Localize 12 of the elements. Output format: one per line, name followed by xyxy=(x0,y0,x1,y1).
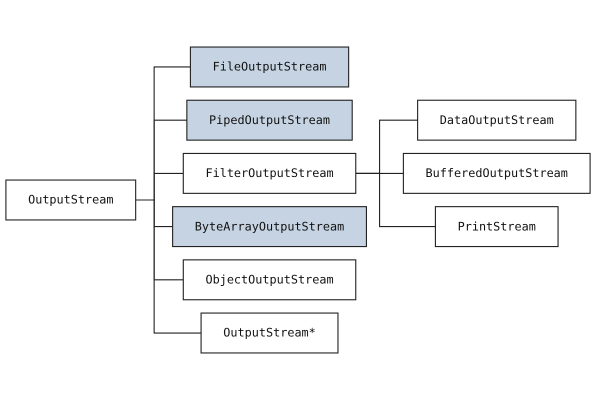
node-box: ByteArrayOutputStream xyxy=(172,206,367,248)
node-box: PrintStream xyxy=(434,206,559,248)
node-box: FileOutputStream xyxy=(190,46,350,88)
connector xyxy=(136,199,202,334)
node-box: PipedOutputStream xyxy=(186,100,353,141)
node-box: ObjectOutputStream xyxy=(182,259,356,300)
node-box: FilterOutputStream xyxy=(182,152,356,194)
node-box: OutputStream xyxy=(5,180,136,220)
node-box: OutputStream* xyxy=(200,312,339,354)
connector xyxy=(356,172,436,228)
node-box: DataOutputStream xyxy=(417,100,576,141)
node-box: BufferedOutputStream xyxy=(402,152,591,194)
